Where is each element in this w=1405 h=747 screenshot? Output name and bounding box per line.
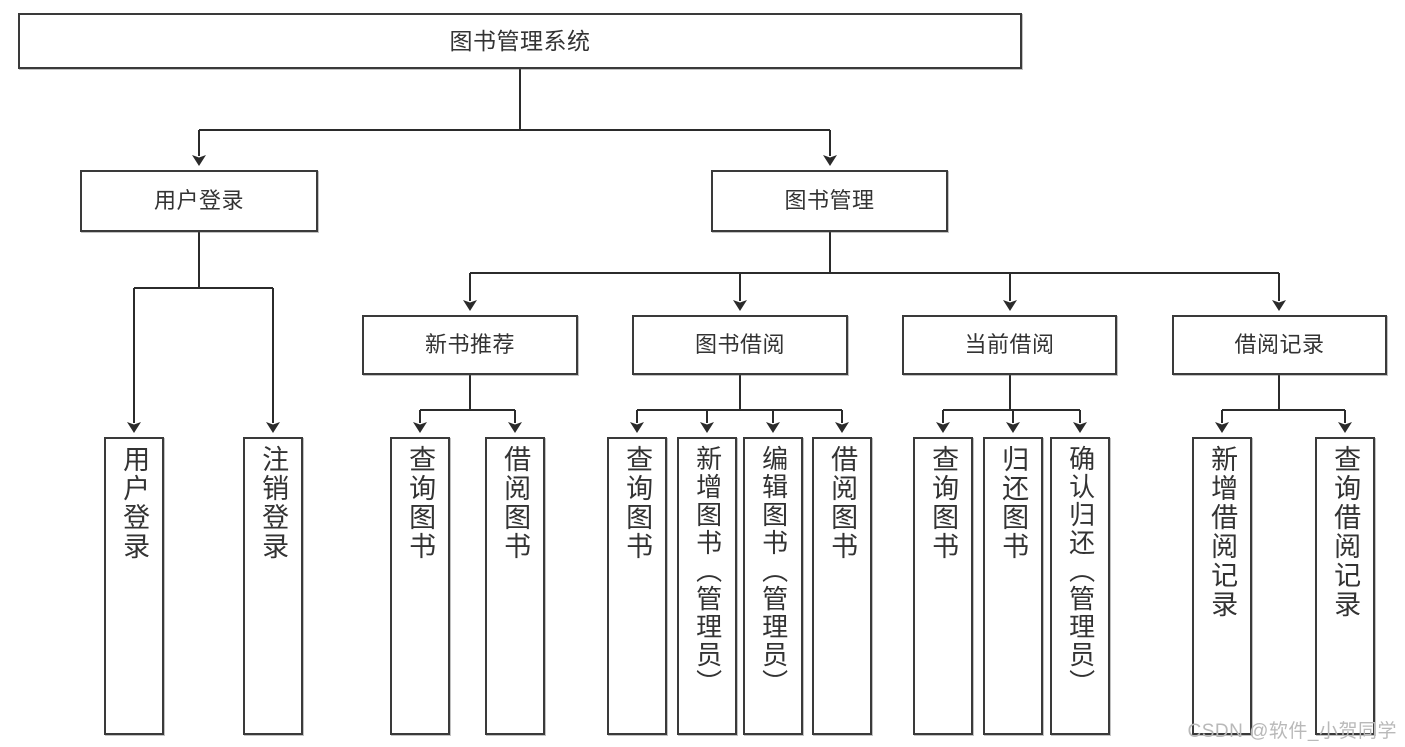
leaf-query-borrow-record[interactable]: 查询借阅记录	[1315, 437, 1375, 735]
node-label: 图书管理系统	[449, 27, 591, 54]
node-book-borrow[interactable]: 图书借阅	[632, 315, 848, 375]
node-borrow-record[interactable]: 借阅记录	[1172, 315, 1387, 375]
node-label: 借阅图书	[827, 445, 858, 561]
leaf-borrow-book-recommend[interactable]: 借阅图书	[485, 437, 545, 735]
node-label: 借阅记录	[1234, 332, 1325, 358]
leaf-add-book-admin[interactable]: 新增图书（管理员）	[677, 437, 737, 735]
leaf-confirm-return-admin[interactable]: 确认归还（管理员）	[1050, 437, 1110, 735]
node-label: 图书借阅	[694, 332, 785, 358]
node-book-management[interactable]: 图书管理	[711, 170, 948, 232]
node-label: 查询图书	[928, 445, 959, 561]
leaf-query-book-current[interactable]: 查询图书	[913, 437, 973, 735]
node-label: 用户登录	[119, 445, 150, 561]
leaf-query-book-borrow[interactable]: 查询图书	[607, 437, 667, 735]
node-label: 归还图书	[998, 445, 1029, 561]
node-label: 当前借阅	[964, 332, 1055, 358]
node-label: 新增借阅记录	[1207, 445, 1238, 619]
node-label: 注销登录	[258, 445, 289, 561]
node-label: 查询借阅记录	[1330, 445, 1361, 619]
node-label: 新增图书（管理员）	[692, 445, 723, 697]
node-label: 新书推荐	[424, 332, 515, 358]
node-label: 用户登录	[153, 188, 244, 214]
leaf-user-login[interactable]: 用户登录	[104, 437, 164, 735]
node-label: 借阅图书	[500, 445, 531, 561]
leaf-add-borrow-record[interactable]: 新增借阅记录	[1192, 437, 1252, 735]
leaf-query-book-recommend[interactable]: 查询图书	[390, 437, 450, 735]
node-new-book-recommend[interactable]: 新书推荐	[362, 315, 578, 375]
node-current-borrow[interactable]: 当前借阅	[902, 315, 1117, 375]
node-label: 图书管理	[784, 188, 875, 214]
node-label: 查询图书	[405, 445, 436, 561]
node-label: 编辑图书（管理员）	[758, 445, 789, 697]
leaf-logout[interactable]: 注销登录	[243, 437, 303, 735]
node-user-login[interactable]: 用户登录	[80, 170, 318, 232]
node-label: 确认归还（管理员）	[1065, 445, 1096, 697]
leaf-edit-book-admin[interactable]: 编辑图书（管理员）	[743, 437, 803, 735]
watermark: CSDN @软件_小贺同学	[1187, 721, 1397, 742]
node-root-system[interactable]: 图书管理系统	[18, 13, 1022, 69]
node-label: 查询图书	[622, 445, 653, 561]
leaf-borrow-book[interactable]: 借阅图书	[812, 437, 872, 735]
leaf-return-book[interactable]: 归还图书	[983, 437, 1043, 735]
